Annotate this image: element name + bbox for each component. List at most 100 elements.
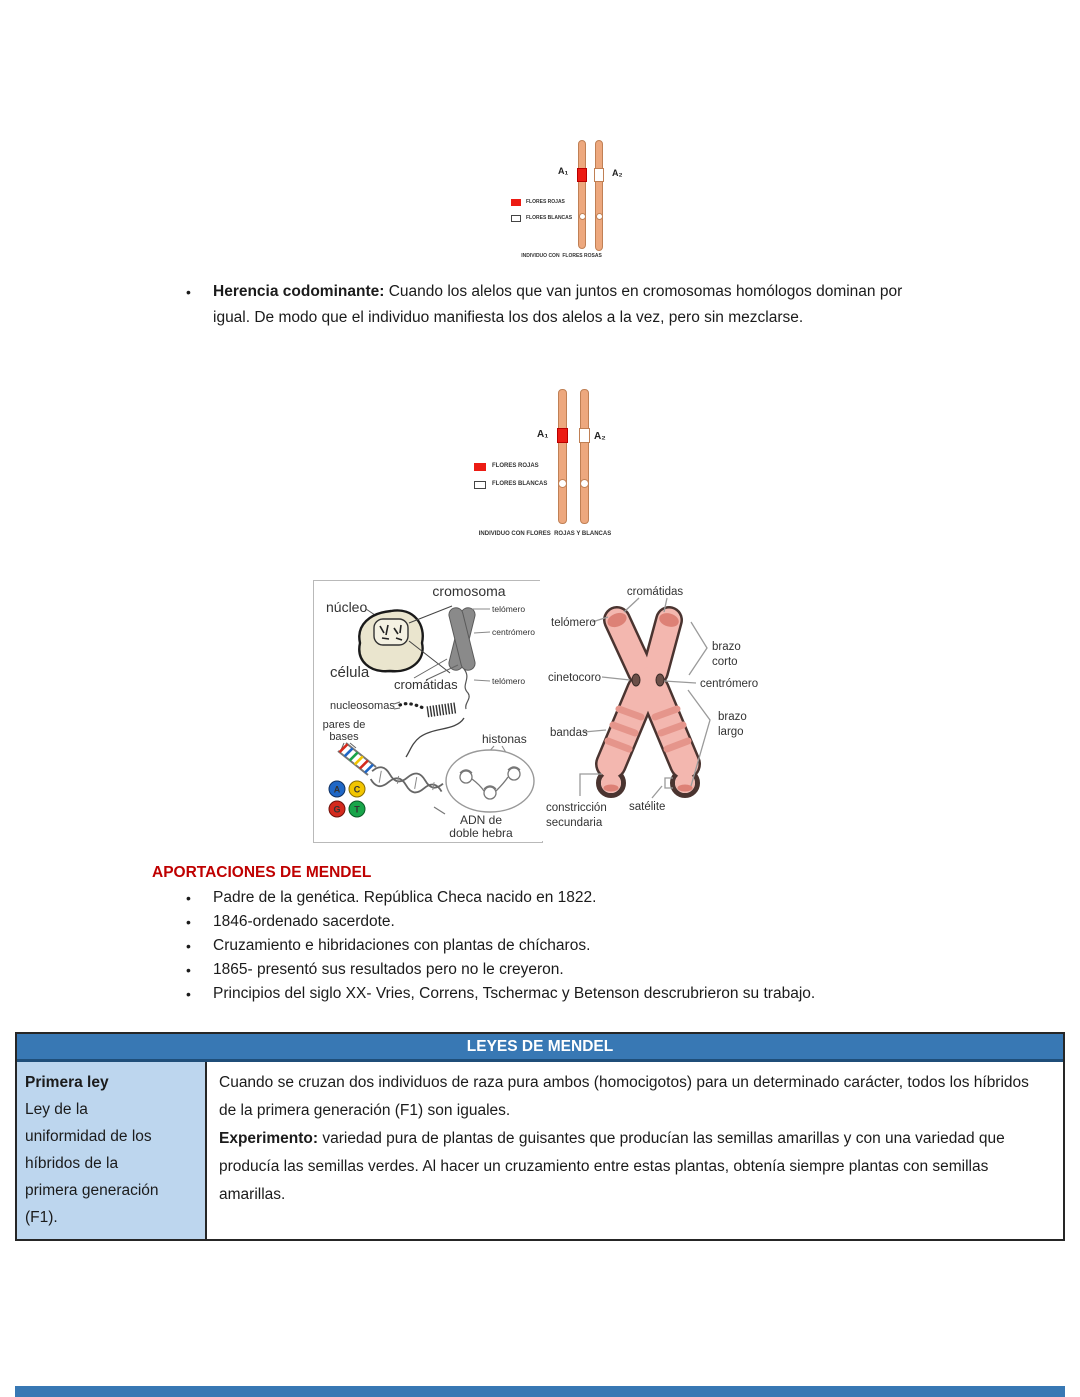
list-item-text: 1865- presentó sus resultados pero no le… bbox=[213, 961, 564, 978]
allele-band-white bbox=[579, 428, 590, 443]
label-adn-1: ADN de bbox=[460, 813, 502, 827]
bullet-glyph: • bbox=[186, 986, 191, 1002]
bullet-glyph: • bbox=[186, 890, 191, 906]
figure-alelos-flores-rosas: A₁ A₂ FLORES ROJAS FLORES BLANCAS INDIVI… bbox=[500, 138, 645, 268]
base-c: C bbox=[354, 785, 361, 795]
label-nucleosomas: nucleosomas bbox=[330, 700, 395, 712]
chromosome-bands bbox=[604, 705, 692, 753]
label-nucleo: núcleo bbox=[326, 599, 367, 615]
label-brazo-largo-1: brazo bbox=[718, 711, 747, 723]
zoom-line bbox=[408, 640, 451, 674]
bullet-glyph: • bbox=[186, 284, 191, 300]
figure-anatomia-cromosoma: cromátidas telómero cinetocoro bandas co… bbox=[540, 580, 770, 841]
base-g: G bbox=[333, 805, 340, 815]
chromosome-gray bbox=[448, 607, 476, 671]
label-brazo-largo-2: largo bbox=[718, 726, 744, 738]
term-definition: Cuando los alelos que van juntos en crom… bbox=[213, 283, 903, 326]
allele-a2-label: A₂ bbox=[594, 431, 606, 442]
list-item: • 1846-ordenado sacerdote. bbox=[186, 910, 1006, 934]
satellite-shade bbox=[677, 784, 693, 792]
legend-swatch-red bbox=[474, 463, 486, 471]
label-constriccion-1: constricción bbox=[546, 802, 607, 814]
legend-swatch-red bbox=[511, 199, 521, 206]
cell-line: Primera ley bbox=[25, 1074, 109, 1091]
allele-a1-label: A₁ bbox=[537, 429, 549, 440]
bullet-glyph: • bbox=[186, 938, 191, 954]
label-telomero: telómero bbox=[551, 617, 596, 629]
legend-label-flores-blancas: FLORES BLANCAS bbox=[492, 481, 548, 487]
list-item-text: Principios del siglo XX- Vries, Correns,… bbox=[213, 985, 816, 1002]
histone-glyphs bbox=[459, 766, 521, 800]
base-t: T bbox=[354, 805, 360, 815]
label-brazo-corto-1: brazo bbox=[712, 641, 741, 653]
dna-ladder bbox=[337, 742, 377, 776]
term-experimento: Experimento: bbox=[219, 1130, 319, 1147]
bullet-glyph: • bbox=[186, 962, 191, 978]
figure-caption: INDIVIDUO CON FLORES ROSAS bbox=[521, 253, 602, 259]
cell-line: (F1). bbox=[25, 1209, 58, 1226]
centromere-dot bbox=[558, 479, 567, 488]
cell-line: uniformidad de los bbox=[25, 1128, 152, 1145]
paragraph-text: Herencia codominante: Cuando los alelos … bbox=[213, 279, 926, 331]
legend-swatch-white bbox=[511, 215, 521, 222]
cell-line: primera generación bbox=[25, 1182, 159, 1199]
chromosome-bar-left bbox=[578, 140, 586, 249]
leader-line bbox=[393, 701, 401, 705]
cell-line: híbridos de la bbox=[25, 1155, 119, 1172]
list-item: • Cruzamiento e hibridaciones con plantas… bbox=[186, 934, 1006, 958]
bullet-glyph: • bbox=[186, 914, 191, 930]
histone-inset bbox=[445, 749, 535, 813]
leader-line bbox=[349, 742, 357, 749]
table-next-row-strip bbox=[15, 1386, 1065, 1397]
list-item: • 1865- presentó sus resultados pero no l… bbox=[186, 958, 1006, 982]
label-telomero-sup: telómero bbox=[492, 604, 525, 614]
kinetochore bbox=[631, 673, 641, 687]
list-item-text: Cruzamiento e hibridaciones con plantas … bbox=[213, 937, 591, 954]
chromosome-bar-left bbox=[558, 389, 567, 524]
leader-lines bbox=[579, 597, 711, 799]
base-a: A bbox=[334, 785, 341, 795]
label-adn-2: doble hebra bbox=[449, 826, 513, 840]
list-item-text: Padre de la genética. República Checa na… bbox=[213, 889, 597, 906]
law-description: Cuando se cruzan dos individuos de raza … bbox=[219, 1074, 1029, 1119]
leader-line bbox=[393, 707, 401, 710]
nucleus-chromosomes bbox=[379, 624, 403, 641]
arrow-to-caption bbox=[433, 806, 446, 815]
table-leyes-de-mendel: LEYES DE MENDEL Primera ley Ley de la un… bbox=[15, 1032, 1065, 1241]
aportaciones-list: • Padre de la genética. República Checa n… bbox=[186, 886, 1006, 1006]
chromatin-thread bbox=[463, 668, 470, 710]
table-header: LEYES DE MENDEL bbox=[17, 1034, 1063, 1062]
list-item-text: 1846-ordenado sacerdote. bbox=[213, 913, 395, 930]
centromere-dot bbox=[596, 213, 603, 220]
leader-line bbox=[425, 664, 459, 681]
term-herencia-codominante: Herencia codominante: bbox=[213, 283, 385, 300]
satellite-shade bbox=[603, 784, 619, 792]
base-legend: A C G T bbox=[328, 780, 366, 818]
label-cromatidas: cromátidas bbox=[394, 677, 458, 692]
label-bases: bases bbox=[329, 731, 359, 743]
chromosome-bar-right bbox=[595, 140, 603, 251]
leader-line bbox=[413, 658, 448, 679]
experiment-paragraph: Experimento: variedad pura de plantas de… bbox=[219, 1125, 1047, 1209]
legend-label-flores-blancas: FLORES BLANCAS bbox=[526, 215, 573, 221]
allele-band-red bbox=[577, 168, 587, 182]
cell-primera-ley: Primera ley Ley de la uniformidad de los… bbox=[17, 1062, 207, 1239]
telomere-tip bbox=[607, 612, 627, 628]
label-bandas: bandas bbox=[550, 727, 588, 739]
label-centromero: centrómero bbox=[492, 627, 535, 637]
figure-celula-cromosoma-adn: cromosoma núcleo célula telómero centróm… bbox=[313, 580, 543, 843]
centromere-dot bbox=[580, 479, 589, 488]
label-brazo-corto-2: corto bbox=[712, 656, 738, 668]
list-item: • Padre de la genética. República Checa n… bbox=[186, 886, 1006, 910]
leader-line bbox=[473, 631, 491, 634]
section-title-aportaciones: APORTACIONES DE MENDEL bbox=[152, 864, 372, 881]
label-constriccion-2: secundaria bbox=[546, 817, 603, 829]
cell-line: Ley de la bbox=[25, 1101, 88, 1118]
cell-descripcion: Cuando se cruzan dos individuos de raza … bbox=[207, 1062, 1063, 1239]
telomere-tip bbox=[659, 613, 679, 627]
label-histonas: histonas bbox=[482, 732, 527, 746]
centromere-dot bbox=[579, 213, 586, 220]
label-centromero: centrómero bbox=[700, 678, 758, 690]
experiment-text: variedad pura de plantas de guisantes qu… bbox=[219, 1130, 1005, 1203]
